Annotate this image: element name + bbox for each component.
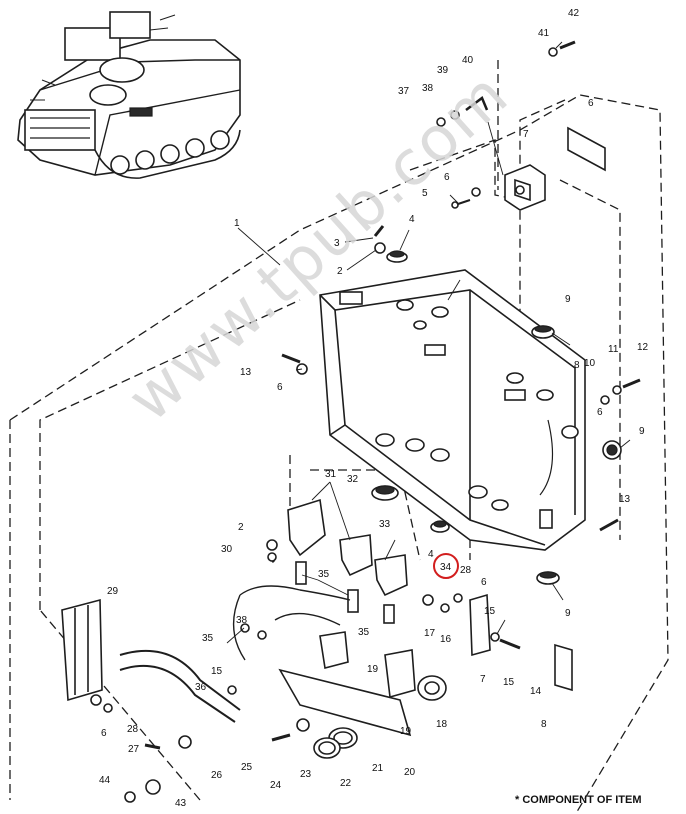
callout-6: 6 bbox=[277, 382, 283, 393]
callout-25: 25 bbox=[241, 762, 253, 773]
item-1-outline bbox=[9, 60, 669, 814]
grommet-4-low bbox=[430, 520, 450, 533]
callout-11: 11 bbox=[608, 344, 619, 355]
callout-19: 19 bbox=[367, 664, 379, 675]
callout-29: 29 bbox=[107, 586, 119, 597]
callout-6: 6 bbox=[481, 577, 487, 588]
callout-9: 9 bbox=[639, 426, 645, 437]
vehicle-thumbnail bbox=[17, 11, 241, 179]
top-bracket bbox=[504, 126, 606, 211]
callout-41: 41 bbox=[538, 28, 550, 39]
callout-2: 2 bbox=[238, 522, 244, 533]
footnote: * COMPONENT OF ITEM bbox=[515, 794, 642, 806]
grommets bbox=[371, 250, 622, 585]
callout-26: 26 bbox=[211, 770, 223, 781]
callout-28: 28 bbox=[460, 565, 472, 576]
callout-42: 42 bbox=[568, 8, 580, 19]
callouts: 1 2 2 3 4 4 5 6 6 6 6 6 6 7 7 8 8 9 9 9 … bbox=[99, 8, 649, 809]
lower-assembly bbox=[61, 593, 573, 759]
vehicle-track bbox=[94, 129, 241, 179]
callout-36: 36 bbox=[195, 682, 207, 693]
callout-12: 12 bbox=[637, 342, 649, 353]
callout-13: 13 bbox=[240, 367, 252, 378]
callout-1: 1 bbox=[234, 218, 240, 229]
callout-35: 35 bbox=[202, 633, 214, 644]
callout-39: 39 bbox=[437, 65, 449, 76]
callout-38: 38 bbox=[236, 615, 248, 626]
callout-6: 6 bbox=[597, 407, 603, 418]
callout-5: 5 bbox=[422, 188, 428, 199]
grommet-9-a bbox=[531, 325, 555, 339]
callout-33: 33 bbox=[379, 519, 391, 530]
callout-27: 27 bbox=[128, 744, 140, 755]
callout-7: 7 bbox=[480, 674, 486, 685]
grommet-9-c bbox=[536, 571, 560, 585]
callout-6: 6 bbox=[101, 728, 107, 739]
callout-30: 30 bbox=[221, 544, 233, 555]
callout-32: 32 bbox=[347, 474, 359, 485]
callout-15: 15 bbox=[484, 606, 496, 617]
callout-4: 4 bbox=[409, 214, 415, 225]
callout-16: 16 bbox=[440, 634, 452, 645]
callout-37: 37 bbox=[398, 86, 410, 97]
callout-7: 7 bbox=[523, 129, 529, 140]
callout-38: 38 bbox=[422, 83, 434, 94]
callout-9: 9 bbox=[565, 608, 571, 619]
callout-8: 8 bbox=[574, 360, 580, 371]
callout-20: 20 bbox=[404, 767, 416, 778]
callout-21: 21 bbox=[372, 763, 384, 774]
callout-40: 40 bbox=[462, 55, 474, 66]
callout-35: 35 bbox=[358, 627, 370, 638]
grommet-4-top bbox=[386, 250, 408, 263]
hardware bbox=[90, 40, 641, 803]
enclosure-holes bbox=[375, 299, 579, 511]
grommet-9-b bbox=[602, 440, 622, 460]
highlight-circle bbox=[433, 553, 459, 579]
leader-lines bbox=[226, 41, 631, 644]
callout-44: 44 bbox=[99, 775, 111, 786]
main-enclosure bbox=[319, 269, 586, 551]
callout-22: 22 bbox=[340, 778, 352, 789]
callout-18: 18 bbox=[436, 719, 448, 730]
callout-15: 15 bbox=[503, 677, 515, 688]
callout-34: 34 bbox=[440, 562, 452, 573]
callout-23: 23 bbox=[300, 769, 312, 780]
callout-10: 10 bbox=[584, 358, 596, 369]
callout-24: 24 bbox=[270, 780, 282, 791]
callout-8: 8 bbox=[541, 719, 547, 730]
connectors bbox=[232, 498, 408, 661]
callout-2: 2 bbox=[337, 266, 343, 277]
callout-17: 17 bbox=[424, 628, 436, 639]
callout-9: 9 bbox=[565, 294, 571, 305]
callout-31: 31 bbox=[325, 469, 337, 480]
callout-28: 28 bbox=[127, 724, 139, 735]
callout-35: 35 bbox=[318, 569, 330, 580]
plug-18 bbox=[417, 675, 447, 701]
callout-43: 43 bbox=[175, 798, 187, 809]
callout-13: 13 bbox=[619, 494, 631, 505]
callout-4: 4 bbox=[428, 549, 434, 560]
callout-6: 6 bbox=[444, 172, 450, 183]
callout-6: 6 bbox=[588, 98, 594, 109]
callout-14: 14 bbox=[530, 686, 542, 697]
ring-22 bbox=[313, 737, 341, 759]
callout-3: 3 bbox=[334, 238, 340, 249]
callout-19: 19 bbox=[400, 726, 412, 737]
grommet-32 bbox=[371, 485, 399, 501]
callout-15: 15 bbox=[211, 666, 223, 677]
